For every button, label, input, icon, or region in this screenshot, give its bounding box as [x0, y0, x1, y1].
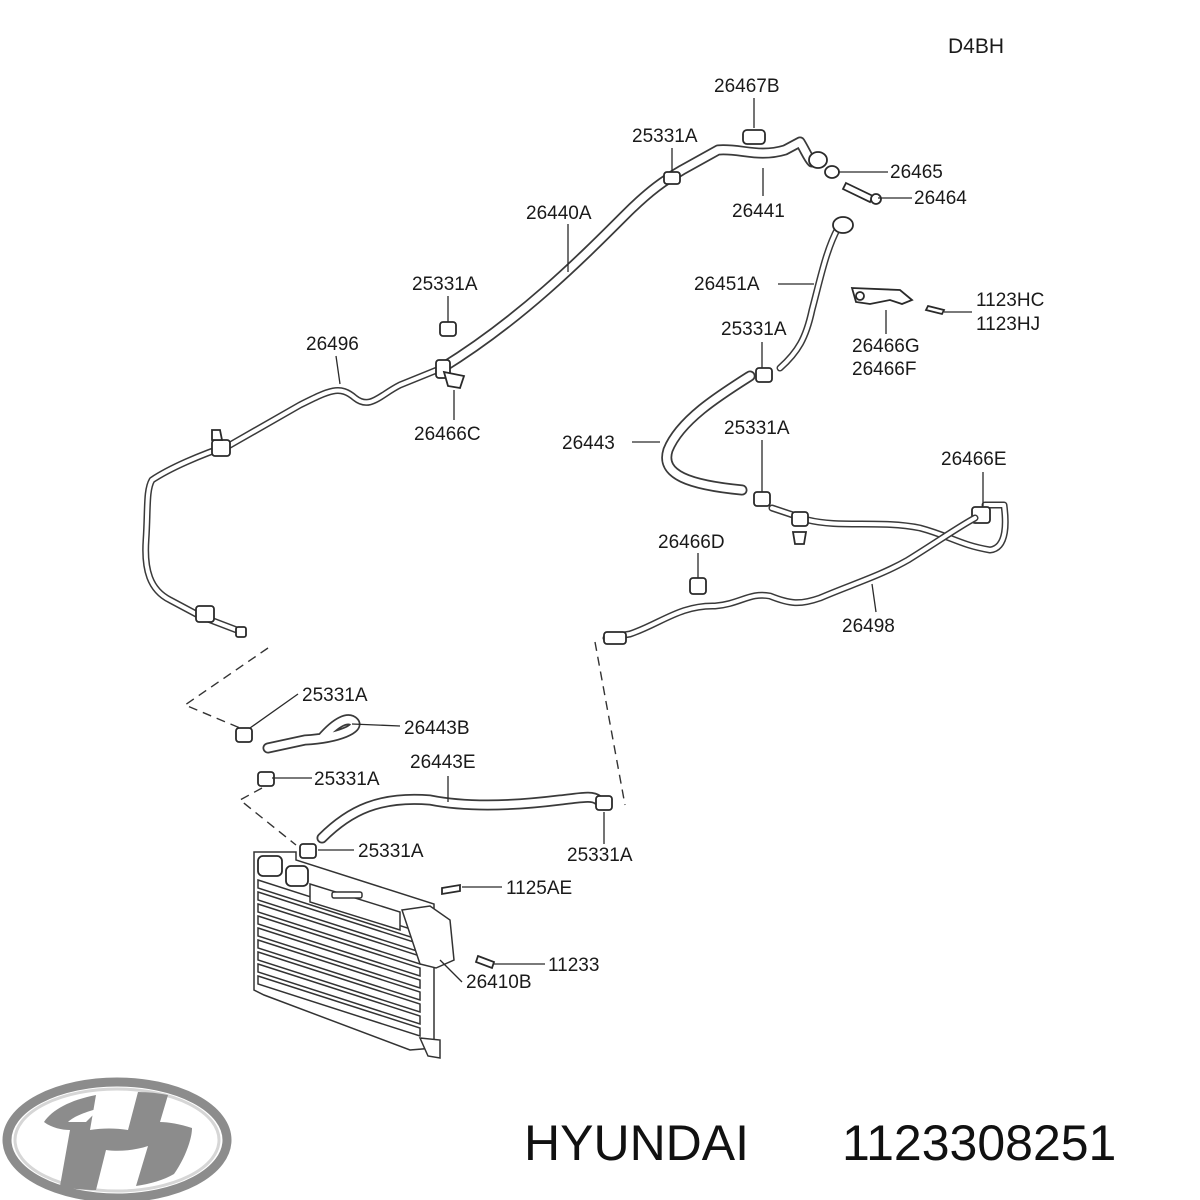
- pipe-26466E: [768, 501, 1009, 554]
- leader-lines: [249, 98, 984, 983]
- left-pipe-26496: [142, 321, 466, 638]
- bolt-26464: [841, 181, 875, 204]
- label-1123HC: 1123HC: [976, 290, 1044, 311]
- clamp-25331A-l3: [299, 843, 317, 859]
- label-26441: 26441: [732, 201, 785, 222]
- cooler-side-bracket: [401, 905, 455, 969]
- label-26498: 26498: [842, 616, 895, 637]
- label-25331A-b: 25331A: [567, 845, 633, 866]
- label-26466D: 26466D: [658, 532, 725, 553]
- label-26466F: 26466F: [852, 359, 916, 380]
- part-labels: 26467B 25331A 26465 26464 26441 26440A 2…: [302, 76, 1044, 993]
- label-26440A: 26440A: [526, 203, 592, 224]
- upper-hose-assembly: [436, 129, 882, 374]
- clamp-left-pipe: [211, 439, 231, 457]
- label-1123HJ: 1123HJ: [976, 314, 1040, 335]
- label-26464: 26464: [914, 188, 967, 209]
- part-number: 1123308251: [842, 1115, 1116, 1171]
- bolt-1125AE: [441, 883, 461, 896]
- screw-1123HC: [924, 304, 946, 316]
- label-26443E: 26443E: [410, 752, 476, 773]
- clamp-25331A-r1: [755, 367, 773, 383]
- label-26466E: 26466E: [941, 449, 1007, 470]
- label-25331A-l3: 25331A: [358, 841, 424, 862]
- clip-26466D: [689, 577, 707, 595]
- label-26467B: 26467B: [714, 76, 780, 97]
- clamp-25331A-b: [595, 795, 613, 811]
- label-26465: 26465: [890, 162, 943, 183]
- label-26443B: 26443B: [404, 718, 470, 739]
- label-11233: 11233: [548, 955, 599, 976]
- clamp-25331A-l2: [257, 771, 275, 787]
- hyundai-logo-icon: [2, 1077, 232, 1200]
- bolt-11233: [474, 954, 496, 970]
- hose-26443E: [299, 791, 613, 859]
- label-26466G: 26466G: [852, 336, 920, 357]
- label-26443: 26443: [562, 433, 615, 454]
- pipe-26451A: [755, 216, 854, 383]
- cooler-port-2: [285, 865, 309, 887]
- oil-cooler-26410B: [253, 851, 496, 1059]
- label-25331A-r1: 25331A: [721, 319, 787, 340]
- cooler-fins: [257, 878, 421, 1038]
- connection-lines: [183, 641, 626, 846]
- clamp-25331A-l1: [235, 727, 253, 743]
- brand-name: HYUNDAI: [524, 1115, 749, 1171]
- label-25331A-r2: 25331A: [724, 418, 790, 439]
- bracket-26466G: [850, 287, 946, 316]
- cooler-port-1: [257, 855, 283, 877]
- clamp-25331A-top: [663, 171, 681, 185]
- label-25331A-mid: 25331A: [412, 274, 478, 295]
- label-26410B: 26410B: [466, 972, 532, 993]
- label-26466C: 26466C: [414, 424, 481, 445]
- fitting-left-pipe-end: [195, 605, 215, 623]
- label-1125AE: 1125AE: [506, 878, 572, 899]
- label-26451A: 26451A: [694, 274, 760, 295]
- label-25331A-top: 25331A: [632, 126, 698, 147]
- clamp-25331A-r2: [753, 491, 771, 507]
- engine-code: D4BH: [948, 35, 1004, 58]
- label-26496: 26496: [306, 334, 359, 355]
- label-25331A-l1: 25331A: [302, 685, 368, 706]
- washer-26465: [824, 165, 840, 179]
- hose-26443: [661, 370, 771, 507]
- clamp-25331A-mid: [439, 321, 457, 337]
- fitting-26467B: [742, 129, 766, 145]
- hose-26443B: [235, 714, 361, 787]
- label-25331A-l2: 25331A: [314, 769, 380, 790]
